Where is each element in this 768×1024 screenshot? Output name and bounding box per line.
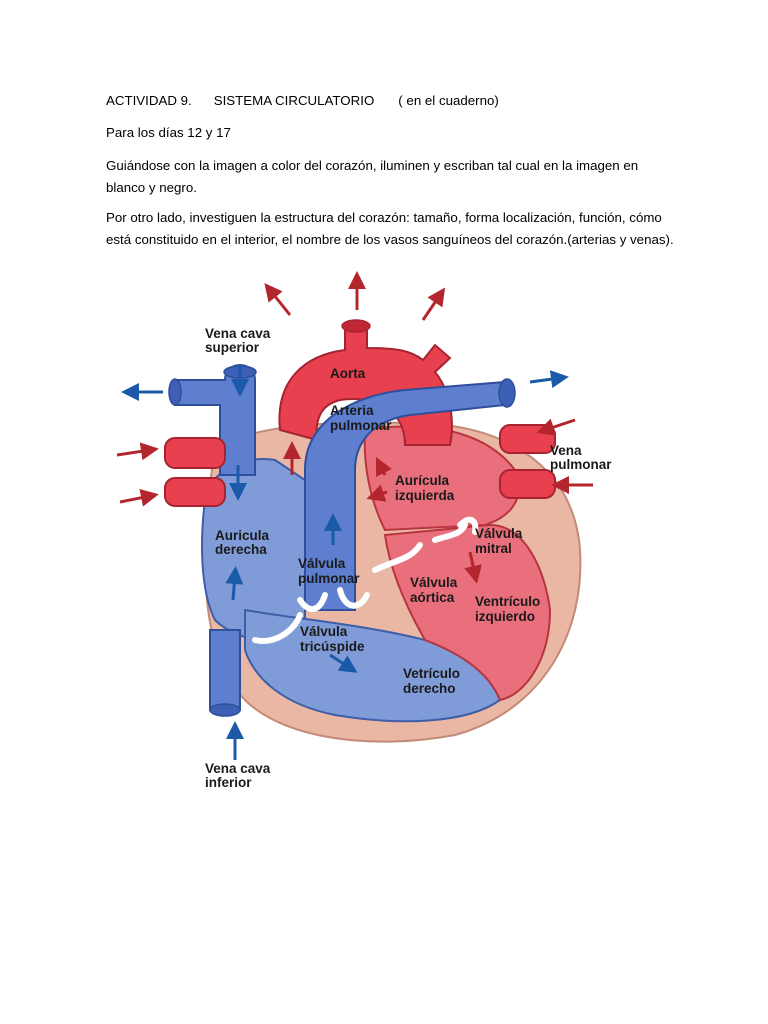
vessel-left-upper (164, 437, 226, 469)
activity-heading: ACTIVIDAD 9. SISTEMA CIRCULATORIO ( en el … (106, 90, 676, 112)
valve-tricuspide (252, 612, 303, 644)
label-valvula-pulmonar: Válvula pulmonar (298, 556, 360, 586)
label-valvula-tricuspide: Válvula tricúspide (300, 624, 365, 654)
label-vena-cava-inferior: Vena cava inferior (205, 761, 274, 790)
activity-note: ( en el cuaderno) (398, 93, 499, 108)
left-ventricle (383, 523, 552, 702)
heart-diagram: Vena cava superior Aorta Arteria pulmona… (116, 271, 612, 790)
label-vena-pulmonar: Vena pulmonar (550, 443, 612, 472)
blue-arrow-right (529, 370, 569, 389)
label-valvula-mitral: Válvula mitral (475, 526, 526, 556)
instruction-paragraph-2: Por otro lado, investiguen la estructura… (106, 210, 674, 247)
red-arrow-in-left-1 (116, 442, 159, 461)
valve-pulmonar (297, 587, 370, 612)
red-arrow-ventricle (464, 551, 482, 584)
label-aorta: Aorta (330, 366, 366, 381)
label-valvula-aortica: Válvula aórtica (410, 575, 461, 605)
red-arrow-in-left-2 (119, 488, 159, 507)
red-arrow-in-right-1 (536, 418, 576, 436)
valve-mitral (432, 516, 479, 543)
label-auricula-izquierda: Aurícula izquierda (395, 473, 455, 503)
instruction-paragraph-1: Guiándose con la imagen a color del cora… (106, 158, 639, 195)
label-auricula-derecha: Auricula derecha (215, 528, 273, 557)
label-vena-cava-superior: Vena cava superior (205, 326, 274, 355)
aorta-opening (341, 319, 371, 333)
pulmonary-artery (304, 380, 506, 611)
vessel-left-lower (164, 477, 226, 507)
blue-arrow-ventricle (329, 653, 358, 673)
red-arrow-up-right (421, 287, 446, 321)
red-arrow-atrium-2 (366, 484, 388, 502)
dates-line: Para los días 12 y 17 (106, 125, 231, 140)
label-arteria-pulmonar: Arteria pulmonar (330, 403, 392, 433)
label-ventriculo-derecho: Vetrículo derecho (403, 666, 464, 696)
blue-arrow-ivc-up (225, 566, 244, 601)
activity-number: ACTIVIDAD 9. (106, 93, 192, 108)
pulmonary-vein-lower (499, 469, 556, 499)
valve-aortica (372, 542, 423, 573)
inferior-vena-cava (209, 629, 241, 711)
label-ventriculo-izquierdo: Ventrículo izquierdo (475, 594, 544, 624)
activity-topic: SISTEMA CIRCULATORIO (213, 93, 375, 108)
red-arrow-atrium-1 (375, 456, 393, 478)
red-arrow-up-left (264, 282, 292, 316)
